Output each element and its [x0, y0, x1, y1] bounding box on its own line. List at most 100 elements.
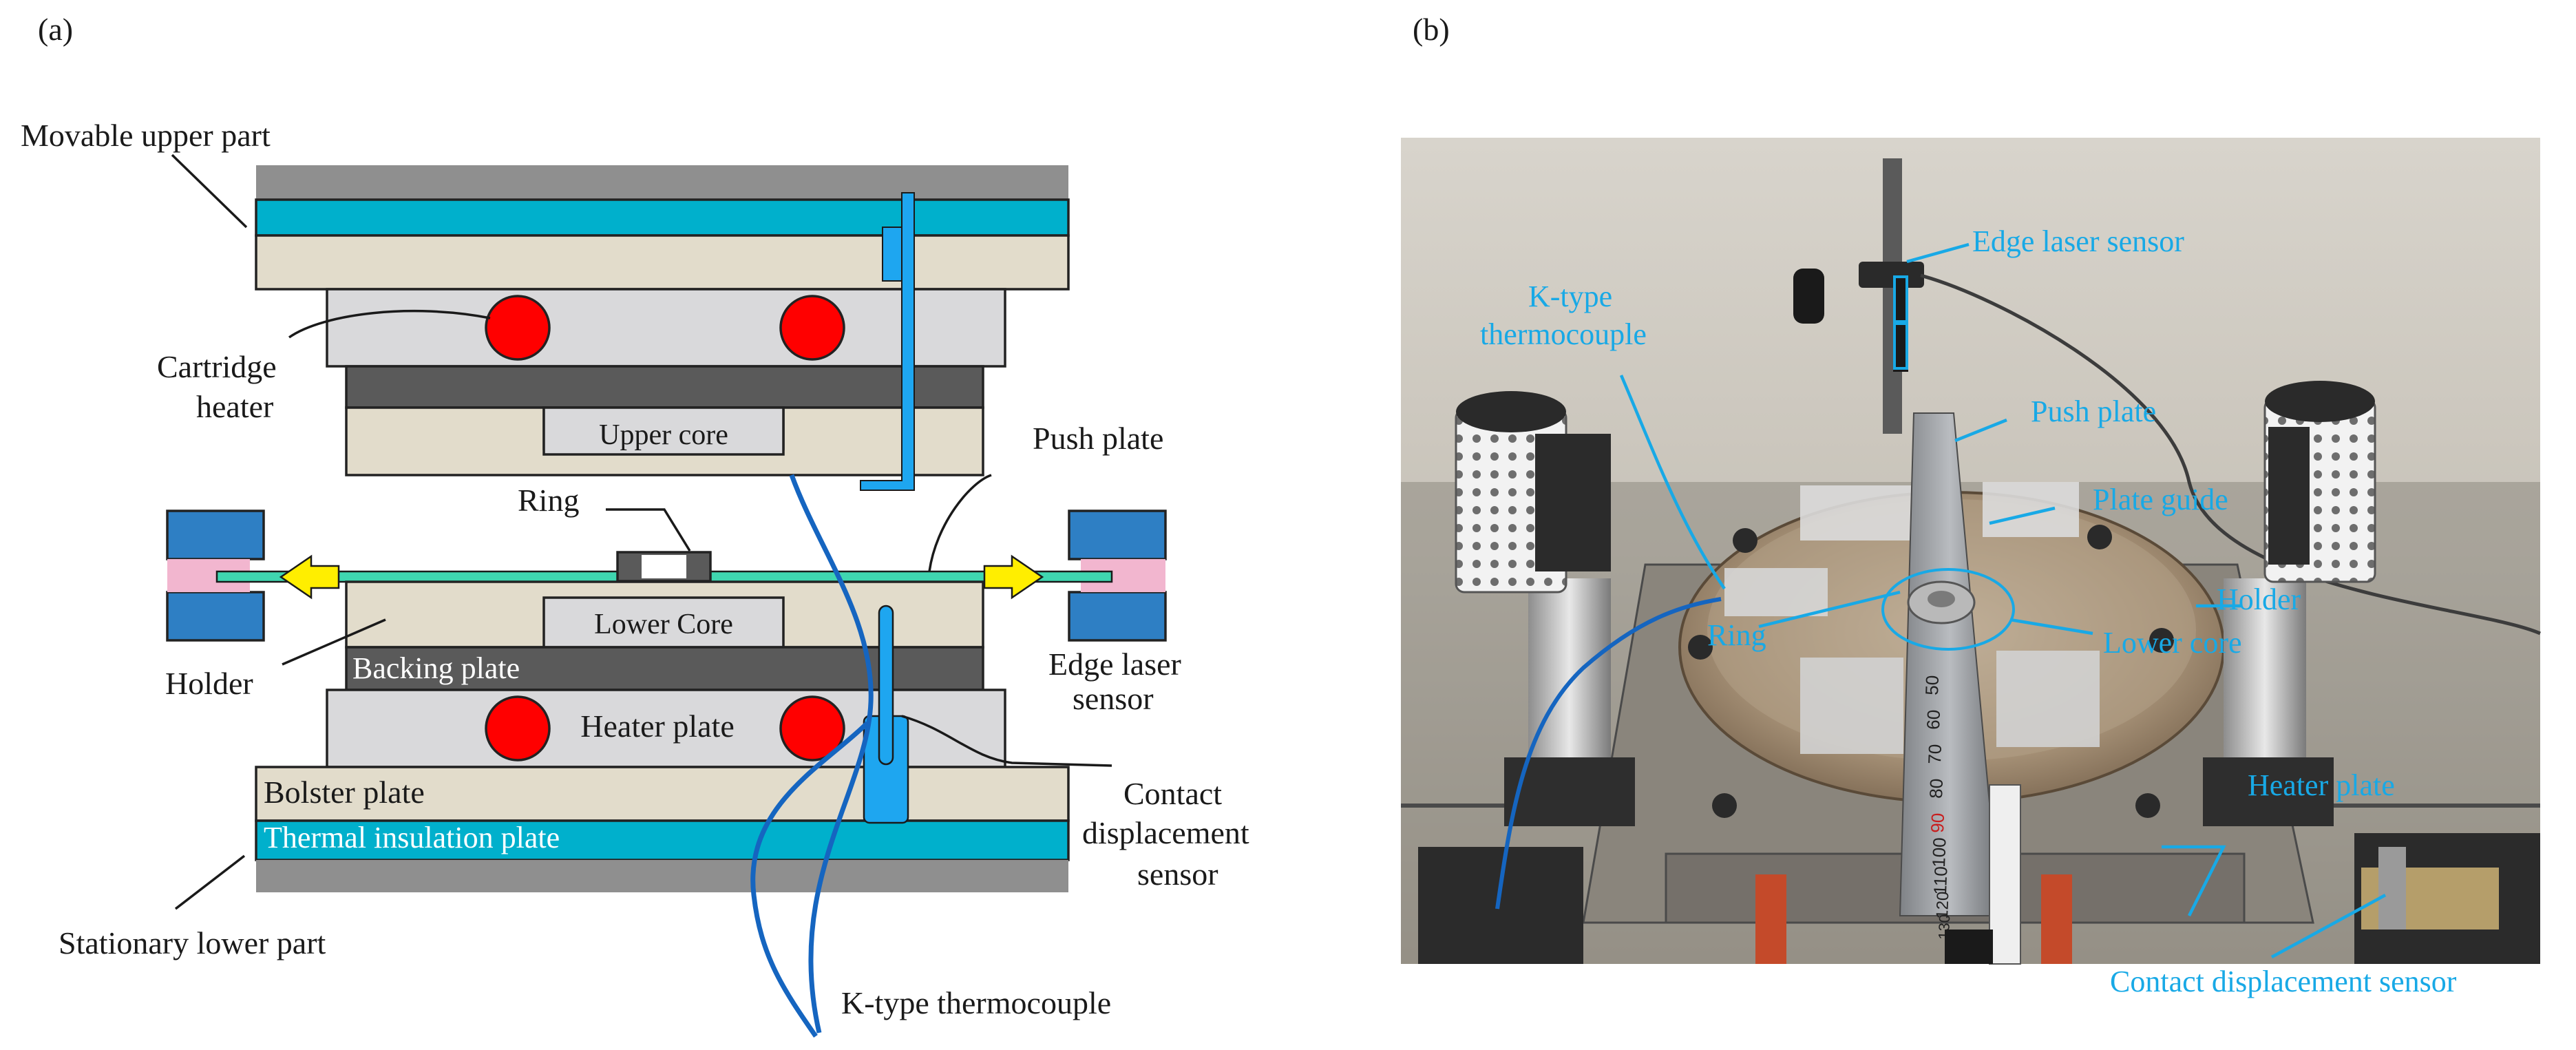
- photo-roller-left: [1455, 391, 1635, 826]
- upper-backing-plate: [345, 365, 984, 409]
- bolster-plate-label: Bolster plate: [264, 775, 425, 810]
- edge-laser-label-2: sensor: [1073, 681, 1154, 716]
- photo-heater-cable: [1755, 874, 1786, 964]
- k-type-thermocouple-label: K-type thermocouple: [841, 985, 1111, 1020]
- ruler-number: 70: [1924, 744, 1945, 764]
- holder-label: Holder: [165, 666, 253, 701]
- photo-tape: [1996, 651, 2100, 747]
- upper-heater-plate: [326, 288, 1006, 368]
- thermocouple-wire-1: [789, 474, 874, 1033]
- thermocouple-wire-2: [750, 721, 869, 1038]
- thermal-insulation-label: Thermal insulation plate: [264, 821, 560, 854]
- photo-ring-bore: [1928, 591, 1955, 607]
- leader-ring: [1758, 590, 1901, 629]
- photo-lower-core-outline: [1881, 568, 2015, 651]
- backing-plate-label: Backing plate: [352, 651, 520, 685]
- leader-k-type: [1619, 375, 1726, 590]
- ruler-numbers: 50 60 70 80 90 100 110 120 130: [1921, 675, 1953, 940]
- photo-tape: [1800, 658, 1903, 754]
- ring-bore: [642, 555, 686, 578]
- ruler-number: 110: [1930, 866, 1951, 895]
- roller-shaft: [1528, 578, 1611, 771]
- roller-base: [2203, 757, 2334, 826]
- push-rod: [860, 192, 915, 491]
- leader-lower-core: [2009, 618, 2093, 636]
- thermal-insulation-plate: [255, 819, 1070, 861]
- lower-core-block: [542, 596, 785, 649]
- roller-shaft: [2224, 578, 2306, 771]
- photo-clamp-left: [1418, 847, 1583, 964]
- leader-push-plate: [928, 474, 992, 572]
- contact-disp-label-1: Contact: [1123, 776, 1222, 811]
- panel-b: (b) 50 60 70 80 90 100: [1401, 12, 2542, 998]
- photo-contact-displacement-label: Contact displacement sensor: [2110, 965, 2457, 998]
- ruler-number: 80: [1925, 778, 1947, 799]
- photo-lower-core-label: Lower core: [2103, 626, 2242, 660]
- photo-bolt: [1712, 793, 1737, 818]
- panel-b-tag: (b): [1413, 12, 1450, 47]
- roller-clamp: [2268, 427, 2310, 565]
- ruler-number: 120: [1933, 891, 1952, 919]
- lower-core-label: Lower Core: [594, 609, 733, 640]
- photo-ruler-clip: [1945, 930, 1993, 964]
- ruler-number: 90: [1927, 812, 1948, 833]
- leader-ring: [606, 508, 691, 552]
- photo-bolt: [2149, 628, 2174, 653]
- arrow-left: [279, 554, 340, 600]
- upper-insulation-plate: [255, 198, 1070, 237]
- photo-white-ruler: [1989, 784, 2021, 965]
- photo-thermocouple-wire: [1495, 597, 1722, 910]
- edge-laser-label-1: Edge laser: [1048, 647, 1181, 682]
- leader-holder: [282, 618, 386, 666]
- photo-bolt: [1733, 528, 1757, 553]
- upper-core-block: [542, 406, 785, 456]
- lower-cartridge-heater-right: [779, 695, 845, 762]
- leader-movable-upper: [171, 154, 248, 229]
- photo-laser-sensor-highlight-1: [1893, 275, 1908, 323]
- photo-contact-sensor: [2378, 847, 2406, 930]
- contact-disp-label-3: sensor: [1137, 857, 1218, 892]
- leader-stationary-lower: [174, 854, 246, 910]
- photo-bolt: [2087, 525, 2112, 549]
- push-rod-sensor: [882, 227, 902, 282]
- cartridge-heater-label-2: heater: [196, 389, 273, 424]
- photo-tape: [1983, 482, 2079, 537]
- ring-label: Ring: [518, 483, 579, 518]
- photo-plate-guide-label: Plate guide: [2093, 483, 2228, 516]
- leader-plate-guide: [1989, 506, 2056, 525]
- movable-upper-part-label: Movable upper part: [21, 118, 271, 153]
- ruler-number: 50: [1921, 675, 1943, 695]
- photo-bolt: [2135, 793, 2160, 818]
- upper-core-label: Upper core: [599, 419, 728, 451]
- ruler-number: 100: [1928, 837, 1950, 868]
- photo-tape: [1724, 568, 1828, 616]
- photo-ring-label: Ring: [1707, 618, 1766, 652]
- photo-edge-laser-label: Edge laser sensor: [1972, 224, 2184, 258]
- leader-cartridge-heater: [288, 309, 491, 339]
- photo-knob: [1793, 269, 1824, 324]
- push-plate-label: Push plate: [1033, 421, 1163, 456]
- photo-heater-cable: [2041, 874, 2072, 964]
- stationary-lower-part-label: Stationary lower part: [59, 925, 326, 960]
- lower-base-plate: [256, 860, 1068, 892]
- photo-laser-cable: [1920, 273, 2542, 636]
- photo-roller-right: [2203, 381, 2376, 826]
- leader-push-plate: [1954, 418, 2007, 443]
- roller-cap: [2265, 381, 2375, 422]
- upper-cartridge-heater-left: [485, 295, 551, 361]
- photo-k-type-label-1: K-type: [1528, 280, 1612, 313]
- photo-k-type-label-2: thermocouple: [1480, 317, 1647, 351]
- upper-cartridge-heater-right: [779, 295, 845, 361]
- contact-disp-label-2: displacement: [1082, 815, 1249, 850]
- leader-contact-sensor: [2270, 894, 2387, 958]
- photo-holder-label: Holder: [2217, 582, 2301, 616]
- leader-heater-plate: [2162, 845, 2226, 917]
- upper-bolster-plate: [255, 234, 1070, 291]
- roller-clamp: [1535, 434, 1611, 571]
- upper-top-plate: [256, 165, 1068, 200]
- cartridge-heater-label-1: Cartridge: [157, 349, 277, 384]
- photo-bolt: [1688, 635, 1713, 660]
- bolster-plate: [255, 766, 1070, 822]
- photo-tape: [1800, 485, 1924, 540]
